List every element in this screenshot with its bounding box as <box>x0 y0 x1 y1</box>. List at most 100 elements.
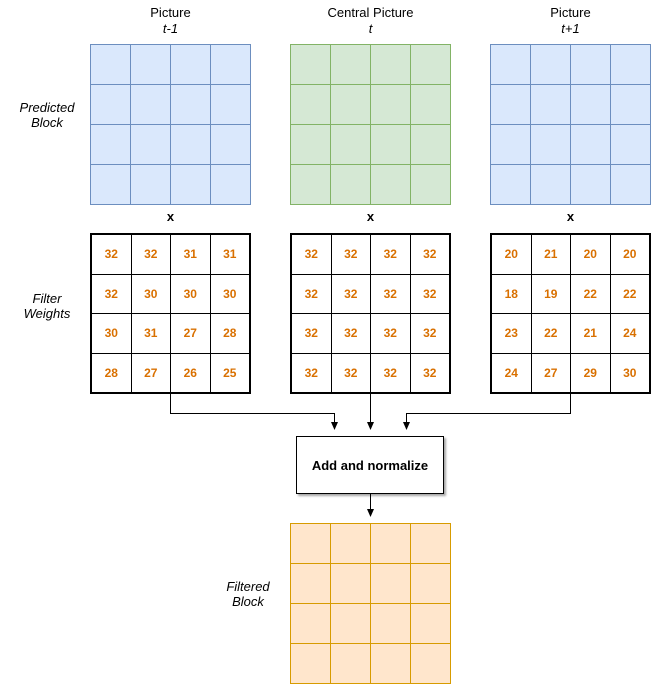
filter-weights-matrix-t-cell-r2c3: 32 <box>410 314 449 353</box>
filter-weights-matrix-t-cell-r0c0: 32 <box>292 235 331 274</box>
predicted-block-grid-t-cell-r3c2 <box>371 165 410 204</box>
filter-weights-matrix-t-minus-1-cell-r1c2: 30 <box>171 274 210 313</box>
predicted-block-grid-t-minus-1-cell-r1c0 <box>91 85 130 124</box>
filter-weights-matrix-t-minus-1-cell-r2c1: 31 <box>131 314 170 353</box>
filtered-block-grid-cell-r2c2 <box>371 604 410 643</box>
predicted-block-grid-t-minus-1-cell-r1c2 <box>171 85 210 124</box>
predicted-block-grid-t-cell-r0c0 <box>291 45 330 84</box>
predicted-block-grid-t-minus-1-cell-r0c0 <box>91 45 130 84</box>
filtered-block-grid-cell-r0c2 <box>371 524 410 563</box>
predicted-block-grid-t-plus-1-cell-r1c0 <box>491 85 530 124</box>
arrow-weights-left-to-add <box>170 394 338 430</box>
predicted-block-grid-t-minus-1-cell-r1c1 <box>131 85 170 124</box>
predicted-block-grid-t-minus-1-cell-r2c2 <box>171 125 210 164</box>
filter-weights-matrix-t-plus-1-cell-r1c0: 18 <box>492 274 531 313</box>
filter-weights-matrix-t-minus-1-cell-r3c0: 28 <box>92 353 131 392</box>
predicted-block-grid-t-cell-r2c0 <box>291 125 330 164</box>
picture-title-t-minus-1: Picture <box>150 5 191 20</box>
filter-weights-matrix-t-cell-r0c1: 32 <box>331 235 370 274</box>
filter-weights-matrix-t-cell-r3c1: 32 <box>331 353 370 392</box>
predicted-block-grid-t-plus-1-cell-r3c2 <box>571 165 610 204</box>
predicted-block-grid-t-plus-1-cell-r3c0 <box>491 165 530 204</box>
filtered-block-grid-cell-r3c2 <box>371 644 410 683</box>
picture-title-t: Central Picture <box>327 5 414 20</box>
predicted-block-grid-t-minus-1-cell-r0c3 <box>211 45 250 84</box>
filter-weights-matrix-t-minus-1-cell-r3c1: 27 <box>131 353 170 392</box>
predicted-block-grid-t-cell-r1c2 <box>371 85 410 124</box>
predicted-block-grid-t-cell-r1c0 <box>291 85 330 124</box>
predicted-block-grid-t-minus-1 <box>90 44 251 205</box>
predicted-block-label-line1: Predicted <box>19 100 75 115</box>
predicted-block-grid-t-plus-1-cell-r1c2 <box>571 85 610 124</box>
filter-weights-matrix-t-cell-r0c3: 32 <box>410 235 449 274</box>
predicted-block-grid-t-cell-r0c1 <box>331 45 370 84</box>
predicted-block-grid-t-plus-1 <box>490 44 651 205</box>
predicted-block-grid-t-minus-1-cell-r3c2 <box>171 165 210 204</box>
predicted-block-grid-t-minus-1-cell-r2c3 <box>211 125 250 164</box>
predicted-block-grid-t-cell-r3c0 <box>291 165 330 204</box>
filtered-block-grid-cell-r0c3 <box>411 524 450 563</box>
predicted-block-grid-t-minus-1-cell-r0c2 <box>171 45 210 84</box>
filter-weights-matrix-t-cell-r1c0: 32 <box>292 274 331 313</box>
picture-subtitle-t-minus-1: t-1 <box>162 21 179 36</box>
predicted-block-grid-t-plus-1-cell-r0c2 <box>571 45 610 84</box>
filtered-block-grid-cell-r2c1 <box>331 604 370 643</box>
predicted-block-grid-t-plus-1-cell-r2c2 <box>571 125 610 164</box>
predicted-block-grid-t-cell-r3c1 <box>331 165 370 204</box>
predicted-block-grid-t-cell-r0c3 <box>411 45 450 84</box>
filter-weights-matrix-t-minus-1-cell-r2c3: 28 <box>210 314 249 353</box>
predicted-block-grid-t-cell-r2c1 <box>331 125 370 164</box>
predicted-block-grid-t <box>290 44 451 205</box>
filtered-block-label-line2: Block <box>232 594 264 609</box>
column-header-t: Central Picture t <box>290 5 451 37</box>
predicted-block-grid-t-plus-1-cell-r2c1 <box>531 125 570 164</box>
predicted-block-grid-t-plus-1-cell-r2c3 <box>611 125 650 164</box>
predicted-block-grid-t-cell-r2c3 <box>411 125 450 164</box>
predicted-block-label: Predicted Block <box>0 100 94 130</box>
predicted-block-grid-t-cell-r1c3 <box>411 85 450 124</box>
filtered-block-grid-cell-r0c1 <box>331 524 370 563</box>
filter-weights-matrix-t-plus-1-cell-r3c0: 24 <box>492 353 531 392</box>
predicted-block-grid-t-minus-1-cell-r2c0 <box>91 125 130 164</box>
filter-weights-matrix-t-minus-1-cell-r1c1: 30 <box>131 274 170 313</box>
filter-weights-matrix-t-minus-1-cell-r3c3: 25 <box>210 353 249 392</box>
filter-weights-matrix-t-plus-1-cell-r0c2: 20 <box>571 235 610 274</box>
predicted-block-grid-t-cell-r3c3 <box>411 165 450 204</box>
filtered-block-grid-cell-r0c0 <box>291 524 330 563</box>
predicted-block-grid-t-plus-1-cell-r3c1 <box>531 165 570 204</box>
filtered-block-grid-cell-r3c0 <box>291 644 330 683</box>
filter-weights-matrix-t-plus-1-cell-r3c3: 30 <box>610 353 649 392</box>
filter-weights-matrix-t-plus-1-cell-r2c0: 23 <box>492 314 531 353</box>
filter-weights-matrix-t-plus-1-cell-r0c1: 21 <box>531 235 570 274</box>
filtered-block-grid-cell-r1c3 <box>411 564 450 603</box>
multiply-operator-t: x <box>366 209 375 224</box>
filtered-block-label: Filtered Block <box>196 579 300 609</box>
filter-weights-matrix-t-cell-r1c1: 32 <box>331 274 370 313</box>
picture-subtitle-t: t <box>368 21 373 36</box>
multiply-operator-t-plus-1: x <box>566 209 575 224</box>
multiply-operator-t-minus-1: x <box>166 209 175 224</box>
predicted-block-grid-t-cell-r2c2 <box>371 125 410 164</box>
predicted-block-grid-t-minus-1-cell-r0c1 <box>131 45 170 84</box>
predicted-block-grid-t-minus-1-cell-r3c3 <box>211 165 250 204</box>
column-header-t-minus-1: Picture t-1 <box>90 5 251 37</box>
predicted-block-grid-t-plus-1-cell-r0c0 <box>491 45 530 84</box>
predicted-block-grid-t-plus-1-cell-r0c1 <box>531 45 570 84</box>
picture-title-t-plus-1: Picture <box>550 5 591 20</box>
filter-weights-matrix-t-cell-r3c2: 32 <box>371 353 410 392</box>
filtered-block-grid-cell-r3c3 <box>411 644 450 683</box>
filter-weights-matrix-t-minus-1-cell-r0c3: 31 <box>210 235 249 274</box>
filter-weights-matrix-t-minus-1-cell-r0c0: 32 <box>92 235 131 274</box>
filtered-block-grid-cell-r2c3 <box>411 604 450 643</box>
filter-weights-matrix-t-cell-r3c0: 32 <box>292 353 331 392</box>
filter-weights-label-line1: Filter <box>32 291 62 306</box>
filtered-block-grid <box>290 523 451 684</box>
filter-weights-matrix-t-plus-1-cell-r2c3: 24 <box>610 314 649 353</box>
filtered-block-grid-cell-r1c2 <box>371 564 410 603</box>
filter-weights-matrix-t-cell-r1c2: 32 <box>371 274 410 313</box>
arrow-weights-right-to-add <box>403 394 571 430</box>
column-header-t-plus-1: Picture t+1 <box>490 5 651 37</box>
